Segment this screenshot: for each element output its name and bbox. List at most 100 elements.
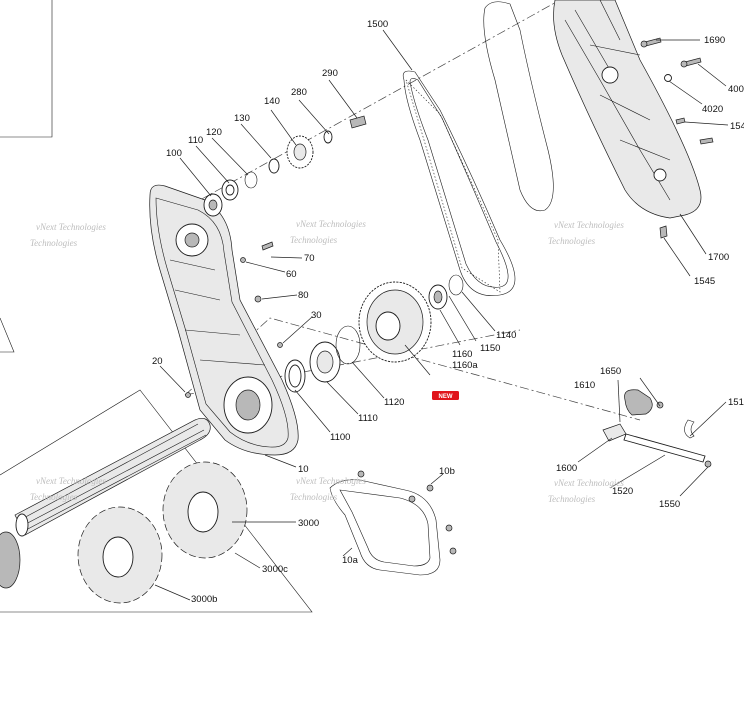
watermark-text-10: Technologies [290, 492, 338, 502]
washer-280 [323, 130, 333, 144]
housing-bearing-bottom-inner [235, 389, 261, 421]
watermark-text-9: vNext Technologies [296, 476, 366, 486]
nut-10b-3 [408, 495, 416, 503]
label-1690: 1690 [704, 35, 725, 46]
label-1160a: 1160a [452, 360, 478, 371]
label-1500: 1500 [367, 19, 388, 30]
nut-10b-5 [449, 547, 457, 555]
label-10a: 10a [342, 555, 359, 566]
nut-10b-2 [426, 484, 434, 492]
label-20: 20 [152, 356, 163, 367]
ring-1100-inner [288, 364, 302, 388]
watermark-text-3: vNext Technologies [296, 219, 366, 229]
track-sprocket-3000b-hub [102, 536, 134, 578]
plug-1545 [659, 225, 668, 239]
chaincase-housing [149, 184, 299, 456]
drive-shaft-end [15, 513, 29, 537]
label-1610: 1610 [574, 380, 595, 391]
label-1520: 1520 [612, 486, 633, 497]
label-10: 10 [298, 464, 309, 475]
label-60: 60 [286, 269, 297, 280]
label-3000: 3000 [298, 518, 319, 529]
label-4020: 4020 [702, 104, 723, 115]
housing-bearing-top-inner [184, 232, 200, 248]
washer-4020 [664, 74, 672, 82]
label-70: 70 [304, 253, 315, 264]
label-4000: 4000 [728, 84, 744, 95]
drive-shaft-left-gear [0, 531, 21, 589]
label-1140: 1140 [496, 330, 516, 341]
watermark-text-2: Technologies [30, 238, 78, 248]
watermark-text-12: Technologies [548, 494, 596, 504]
new-badge [432, 391, 459, 400]
circlip-1140 [448, 274, 464, 296]
label-130: 130 [234, 113, 250, 124]
track-sprocket-3000c-hub [187, 491, 219, 533]
bolt-70 [261, 241, 274, 251]
part-labels: 1500 290 280 140 130 120 110 100 70 60 8… [152, 19, 744, 605]
label-1545: 1545 [694, 276, 715, 287]
label-1120: 1120 [384, 397, 404, 408]
watermark-text-7: vNext Technologies [36, 476, 106, 486]
drive-belt-teeth [405, 79, 501, 293]
label-1650: 1650 [600, 366, 621, 377]
gasket-10a [329, 479, 441, 576]
tensioner-block-1600 [602, 423, 627, 442]
label-80: 80 [298, 290, 309, 301]
nut-10b-1 [357, 470, 365, 478]
label-1600: 1600 [556, 463, 577, 474]
label-1160: 1160 [452, 349, 472, 360]
adjuster-rod-1520 [623, 433, 706, 463]
bearing-110-inner [225, 184, 235, 196]
center-axis-main [199, 0, 561, 201]
label-1100: 1100 [330, 432, 350, 443]
bolt-1690-head [640, 40, 648, 48]
gear-large-hub [375, 311, 401, 341]
drive-belt [402, 70, 516, 297]
label-290: 290 [322, 68, 338, 79]
label-1700: 1700 [708, 252, 729, 263]
bolt-right [699, 137, 714, 145]
watermark-text-8: Technologies [30, 492, 78, 502]
watermark-text-11: vNext Technologies [554, 478, 624, 488]
bolt-1690 [644, 37, 662, 47]
bearing-1160-inner [433, 290, 443, 304]
cover-boss-2 [653, 168, 667, 182]
nut-60 [240, 257, 246, 263]
inset-frame-topleft [0, 0, 53, 138]
watermark-group: vNext Technologies Technologies vNext Te… [30, 219, 624, 504]
tensioner-knob-1610 [624, 389, 653, 416]
label-10b: 10b [439, 466, 455, 477]
label-1510: 151 [728, 397, 744, 408]
chaincase-cover-ribs [564, 0, 671, 201]
label-3000b: 3000b [191, 594, 217, 605]
label-30: 30 [311, 310, 322, 321]
label-140: 140 [264, 96, 280, 107]
watermark-text-1: vNext Technologies [36, 222, 106, 232]
bolt-4000-head [680, 60, 688, 68]
bolt-1540 [675, 117, 686, 125]
drive-shaft [14, 418, 211, 536]
circlip-120 [244, 171, 258, 189]
bolt-290 [349, 115, 367, 129]
label-110: 110 [188, 135, 203, 146]
chaincase-housing-rim [155, 197, 289, 448]
label-1150: 1150 [480, 343, 500, 354]
label-120: 120 [206, 127, 222, 138]
nut-80 [254, 295, 262, 303]
cover-boss-1 [601, 66, 619, 84]
cotter-pin-1510 [684, 419, 695, 439]
watermark-text-4: Technologies [290, 235, 338, 245]
watermark-text-6: Technologies [548, 236, 596, 246]
drive-shaft-splines [19, 423, 207, 532]
ring-1120 [335, 325, 361, 365]
nut-1550 [704, 460, 712, 468]
drive-belt-inner [409, 78, 509, 288]
inset-frame-left [0, 317, 15, 353]
leader-lines [154, 29, 729, 601]
label-3000c: 3000c [262, 564, 288, 575]
screw-20 [185, 392, 191, 398]
new-badge-text: NEW [439, 394, 453, 400]
watermark-text-5: vNext Technologies [554, 220, 624, 230]
